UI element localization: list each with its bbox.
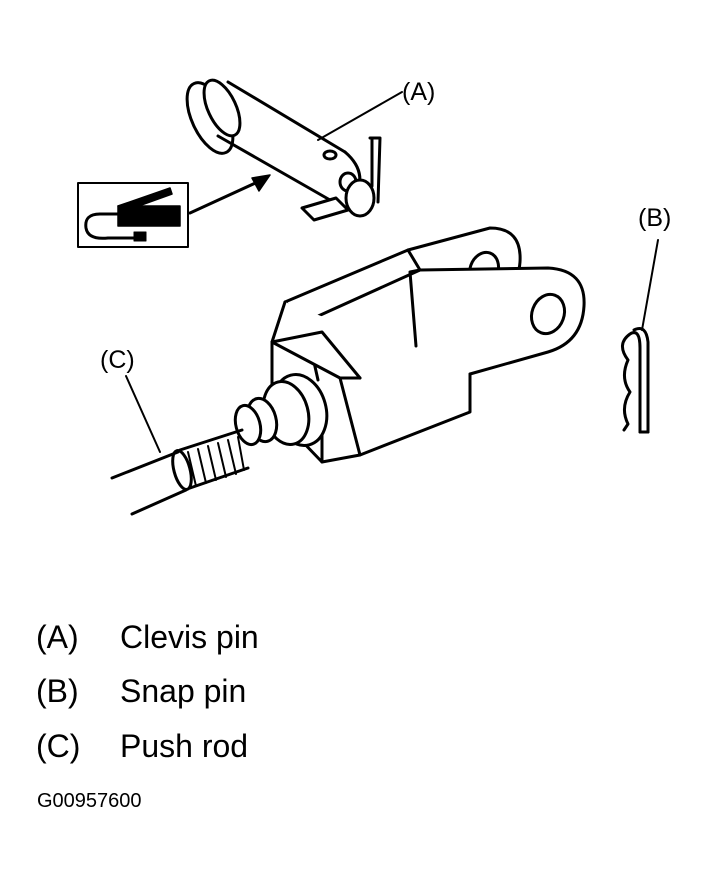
legend-row-snap-pin: (B) Snap pin — [36, 672, 246, 710]
legend-text: Clevis pin — [120, 619, 259, 655]
legend-key: (C) — [36, 728, 81, 764]
legend-text: Snap pin — [120, 673, 247, 709]
leader-line-b — [641, 239, 659, 331]
callout-label-a: (A) — [402, 78, 435, 106]
legend-row-clevis-pin: (A) Clevis pin — [36, 618, 259, 656]
legend-text: Push rod — [120, 728, 249, 764]
leader-line-c — [125, 375, 161, 453]
legend-row-push-rod: (C) Push rod — [36, 727, 248, 765]
clevis-yoke — [270, 226, 586, 464]
legend-key: (B) — [36, 673, 79, 709]
callout-label-c: (C) — [100, 346, 135, 374]
legend-key: (A) — [36, 619, 79, 655]
snap-pin — [621, 327, 650, 434]
grease-gun-icon — [77, 182, 189, 248]
clevis-assembly-diagram: (A) (B) (C) — [77, 78, 671, 516]
figure-code: G00957600 — [37, 790, 142, 812]
clevis-pin — [185, 78, 382, 222]
leader-line-a — [317, 91, 403, 141]
callout-label-b: (B) — [638, 204, 671, 232]
push-rod — [110, 373, 329, 516]
